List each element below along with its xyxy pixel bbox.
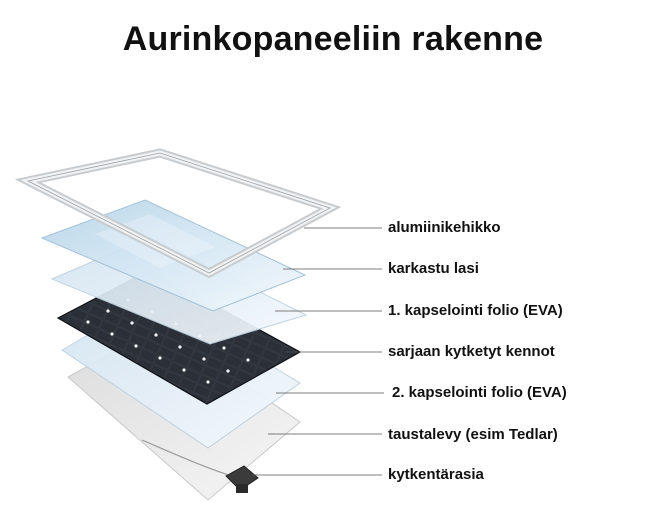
label-eva1: 1. kapselointi folio (EVA)	[388, 302, 563, 319]
junction-box	[225, 465, 259, 491]
backsheet-cable	[141, 439, 239, 479]
label-junction: kytkentärasia	[388, 466, 484, 483]
label-eva2: 2. kapselointi folio (EVA)	[392, 384, 567, 401]
leader-lines	[252, 227, 384, 476]
label-glass: karkastu lasi	[388, 260, 479, 277]
junction-box-cap	[236, 484, 248, 493]
label-frame: alumiinikehikko	[388, 219, 501, 236]
aluminium-frame	[14, 148, 342, 279]
page-title: Aurinkopaneeliin rakenne	[122, 20, 544, 58]
label-cells: sarjaan kytketyt kennot	[388, 343, 555, 360]
label-backsheet: taustalevy (esim Tedlar)	[388, 426, 558, 443]
